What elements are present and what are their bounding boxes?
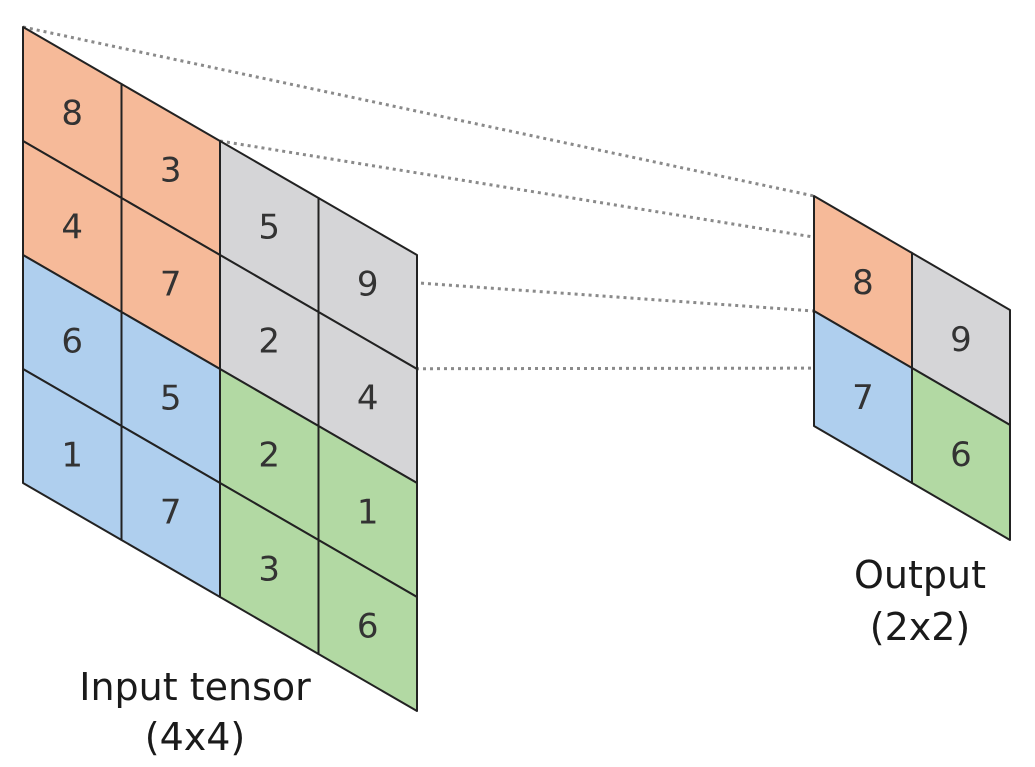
output-value-r2c2: 6 [950, 435, 972, 475]
output-size: (2x2) [870, 605, 971, 649]
input-tensor-label: Input tensor [79, 665, 311, 709]
input-cell-r4c4 [317, 539, 418, 712]
output-grid: 8 9 7 6 [813, 195, 1011, 541]
input-value-r4c3: 3 [258, 550, 280, 590]
input-value-r4c2: 7 [160, 493, 182, 533]
connector-line-green [219, 366, 913, 371]
connector-line-blue [22, 253, 815, 313]
output-label: Output [854, 553, 986, 597]
output-value-r2c1: 7 [852, 378, 874, 418]
pooling-connector-lines [22, 25, 913, 371]
input-value-r2c4: 4 [357, 379, 379, 419]
output-value-r1c1: 8 [852, 263, 874, 303]
input-value-r2c1: 4 [61, 208, 83, 248]
input-value-r2c2: 7 [160, 265, 182, 305]
output-value-r1c2: 9 [950, 320, 972, 360]
connector-line-gray [219, 139, 913, 255]
connector-line-orange [22, 25, 815, 198]
input-value-r1c1: 8 [61, 94, 83, 134]
input-value-r3c2: 5 [160, 379, 182, 419]
input-value-r4c1: 1 [61, 436, 83, 476]
input-value-r2c3: 2 [258, 322, 280, 362]
input-value-r1c3: 5 [258, 208, 280, 248]
input-value-r3c3: 2 [258, 436, 280, 476]
input-value-r3c4: 1 [357, 493, 379, 533]
input-value-r1c4: 9 [357, 265, 379, 305]
input-tensor-size: (4x4) [145, 715, 246, 759]
input-value-r4c4: 6 [357, 607, 379, 647]
input-value-r1c2: 3 [160, 151, 182, 191]
input-value-r3c1: 6 [61, 322, 83, 362]
output-cell-r2c2 [911, 367, 1011, 541]
